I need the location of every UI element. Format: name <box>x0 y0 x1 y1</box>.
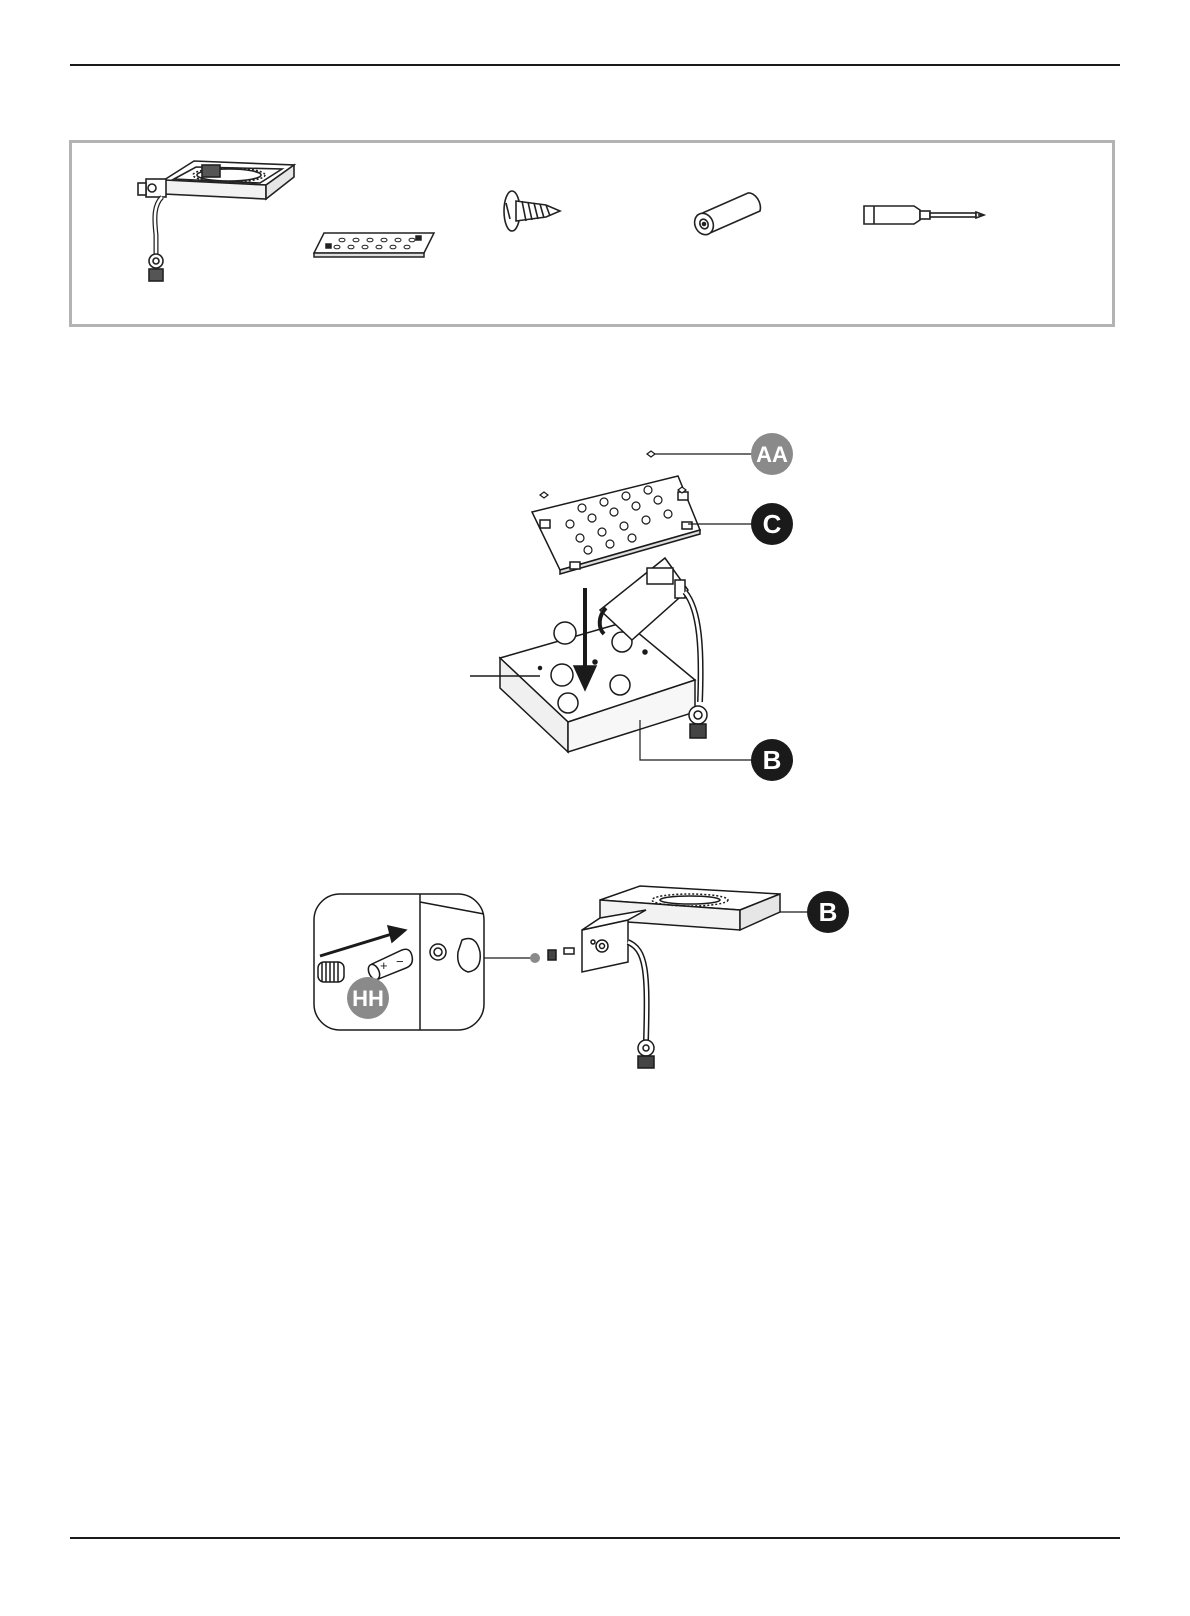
battery-negative-mark: − <box>396 954 404 969</box>
callout-c-label: C <box>763 509 782 539</box>
callout-hh-label: HH <box>352 986 384 1011</box>
callout-b-fig2: B <box>807 891 849 933</box>
callout-b-fig1-label: B <box>763 745 782 775</box>
screwdriver-icon <box>860 200 990 230</box>
battery-positive-mark: + <box>380 958 388 973</box>
battery-installation-figure: + − <box>310 890 870 1100</box>
callout-hh: HH <box>347 977 389 1019</box>
callout-b-fig1: B <box>751 739 793 781</box>
callout-c: C <box>751 503 793 545</box>
callout-b-fig2-label: B <box>819 897 838 927</box>
callout-aa-label: AA <box>756 442 788 467</box>
parts-list-box <box>69 140 1115 327</box>
screw-icon <box>498 183 568 243</box>
top-rule <box>70 64 1120 66</box>
perforated-cover-icon <box>312 225 437 265</box>
cover-installation-figure: AA C B <box>470 440 830 820</box>
callout-aa: AA <box>751 433 793 475</box>
igniter-cap <box>318 962 344 982</box>
burner-assembly-icon <box>134 155 304 290</box>
battery-icon <box>680 185 770 245</box>
bottom-rule <box>70 1537 1120 1539</box>
